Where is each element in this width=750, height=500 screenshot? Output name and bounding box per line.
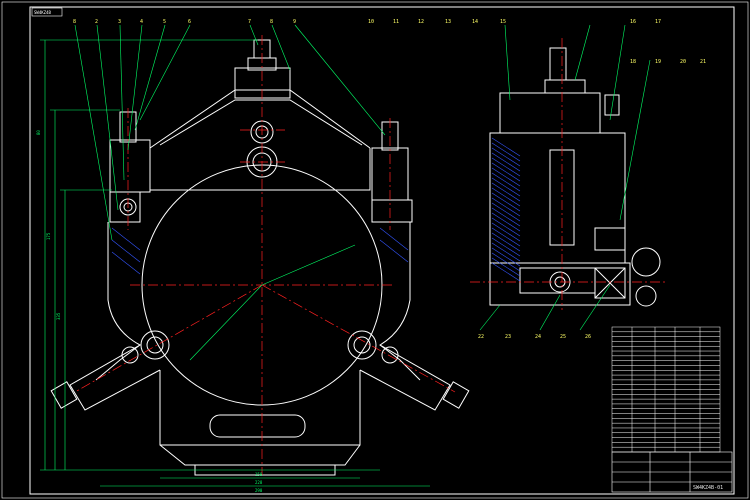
svg-text:26: 26	[585, 334, 591, 340]
center-lines	[74, 35, 456, 475]
section-center-lines	[470, 38, 665, 310]
svg-text:3: 3	[118, 19, 121, 25]
svg-text:24: 24	[535, 334, 541, 340]
hatch-line	[491, 232, 521, 252]
hatch-line	[491, 227, 521, 247]
hatch-line	[491, 137, 521, 157]
dimension-lines	[40, 39, 430, 487]
hatch-line	[491, 222, 521, 242]
hatch-line	[491, 197, 521, 217]
svg-text:21: 21	[700, 59, 706, 65]
svg-text:228: 228	[255, 480, 263, 485]
svg-text:25: 25	[560, 334, 566, 340]
hatch-line	[491, 162, 521, 182]
svg-text:158: 158	[255, 472, 263, 477]
hatch-line	[491, 172, 521, 192]
svg-text:23: 23	[505, 334, 511, 340]
svg-text:4: 4	[140, 19, 143, 25]
corner-tag-text: SW4KZ4B	[34, 10, 51, 15]
svg-text:11: 11	[393, 19, 399, 25]
svg-text:290: 290	[255, 488, 263, 493]
svg-text:15: 15	[500, 19, 506, 25]
hatch-line	[491, 202, 521, 222]
svg-text:80: 80	[36, 130, 41, 135]
balloons: 8 2 3 4 5 6 7 8 9 10 11 12 13 14 15 16 1…	[73, 19, 706, 340]
svg-text:16: 16	[630, 19, 636, 25]
hatch-line	[491, 157, 521, 177]
title-block	[611, 451, 733, 493]
svg-text:13: 13	[445, 19, 451, 25]
hatch-line	[491, 217, 521, 237]
title-code: SW4KZ4B-01	[693, 485, 723, 491]
front-view	[50, 39, 470, 476]
svg-text:2: 2	[95, 19, 98, 25]
svg-text:335: 335	[56, 312, 61, 320]
svg-text:18: 18	[630, 59, 636, 65]
hatch-front	[111, 227, 409, 275]
hatch-line	[491, 242, 521, 262]
leaders-section	[479, 24, 651, 331]
bom-table	[611, 326, 721, 453]
hatch-line	[491, 147, 521, 167]
svg-text:5: 5	[163, 19, 166, 25]
svg-text:8: 8	[73, 19, 76, 25]
hatch-line	[491, 152, 521, 172]
hatch-line	[491, 252, 521, 272]
leaders-top-left	[74, 24, 386, 241]
hatch-line	[491, 192, 521, 212]
hatch-line	[491, 237, 521, 257]
svg-text:20: 20	[680, 59, 686, 65]
svg-text:175: 175	[46, 232, 51, 240]
svg-text:7: 7	[248, 19, 251, 25]
hatch-line	[491, 187, 521, 207]
section-view	[489, 47, 661, 307]
hatch-line	[491, 212, 521, 232]
svg-text:12: 12	[418, 19, 424, 25]
hatch-line	[491, 262, 521, 282]
hatch-line	[491, 167, 521, 187]
svg-text:10: 10	[368, 19, 374, 25]
svg-text:17: 17	[655, 19, 661, 25]
svg-text:22: 22	[478, 334, 484, 340]
hatch-line	[491, 177, 521, 197]
svg-text:14: 14	[472, 19, 478, 25]
inner-border	[29, 6, 735, 495]
hatch-line	[491, 247, 521, 267]
dimension-values: 80 175 335 158 228 290	[36, 130, 263, 493]
svg-text:8: 8	[270, 19, 273, 25]
svg-text:19: 19	[655, 59, 661, 65]
section-hatch	[491, 137, 521, 282]
hatch-line	[491, 207, 521, 227]
corner-tag-box	[31, 7, 63, 17]
hatch-line	[491, 257, 521, 277]
hatch-line	[491, 182, 521, 202]
svg-text:9: 9	[293, 19, 296, 25]
hatch-line	[491, 142, 521, 162]
svg-text:6: 6	[188, 19, 191, 25]
